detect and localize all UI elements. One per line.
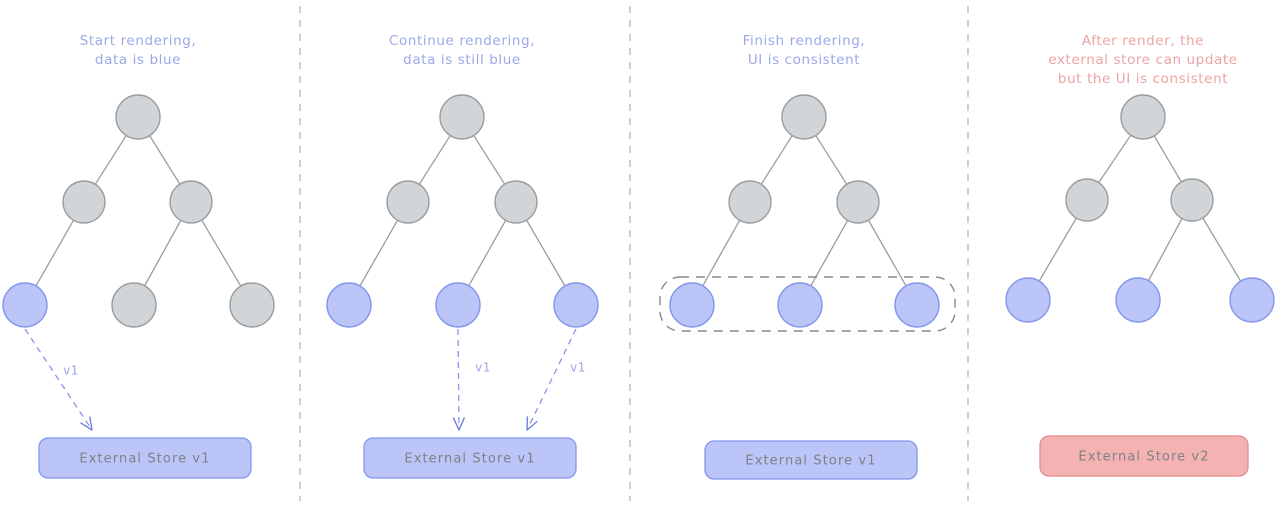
panel-start-rendering-title-line-1: Start rendering,	[80, 33, 197, 49]
panel-finish-rendering-external-store-label: External Store v1	[745, 454, 876, 469]
panel-after-render-node-branch-right[interactable]	[1170, 178, 1214, 222]
panel-after-render-node-root[interactable]	[1120, 94, 1166, 140]
panel-start-rendering-node-branch-left[interactable]	[62, 180, 106, 224]
panel-continue-rendering-node-root[interactable]	[439, 94, 485, 140]
panel-continue-rendering-edge-root-to-branch-right	[473, 135, 505, 185]
panel-finish-rendering-edge-root-to-branch-right	[815, 135, 847, 185]
panel-after-render-title-line-1: After render, the	[1082, 33, 1204, 49]
panel-finish-rendering-node-leaf-2[interactable]	[777, 282, 823, 328]
panel-start-rendering-node-leaf-2[interactable]	[111, 282, 157, 328]
panel-finish-rendering-edge-branch-left-to-leaf-1	[702, 220, 740, 286]
panel-continue-rendering-flow-arrow-2	[526, 328, 577, 431]
panel-after-render-node-branch-left[interactable]	[1065, 178, 1109, 222]
panel-finish-rendering: Finish rendering, UI is consistentExterna…	[659, 33, 956, 480]
panel-start-rendering-external-store-label: External Store v1	[79, 452, 210, 467]
panel-continue-rendering-flow-arrow-1	[457, 328, 460, 431]
panel-continue-rendering-title-line-2: data is still blue	[403, 52, 521, 68]
panel-continue-rendering-external-store-label: External Store v1	[404, 452, 535, 467]
panel-continue-rendering: Continue rendering, data is still blue v1 v…	[326, 33, 599, 479]
panel-after-render-node-leaf-1[interactable]	[1005, 277, 1051, 323]
panel-after-render-node-leaf-2[interactable]	[1115, 277, 1161, 323]
panel-after-render-edge-root-to-branch-left	[1098, 135, 1131, 183]
panel-finish-rendering-external-store-box[interactable]	[704, 440, 918, 480]
panel-finish-rendering-node-branch-right[interactable]	[836, 180, 880, 224]
panel-finish-rendering-edge-branch-right-to-leaf-3	[868, 220, 907, 286]
panel-start-rendering-edge-root-to-branch-left	[95, 135, 127, 185]
panel-after-render-external-store-box[interactable]	[1039, 435, 1249, 477]
panel-finish-rendering-consistent-ui-group-box	[659, 276, 956, 332]
panel-start-rendering-external-store-box[interactable]	[38, 437, 252, 479]
panel-after-render-edge-root-to-branch-right	[1154, 136, 1182, 182]
panel-start-rendering-flow-arrow-1	[24, 328, 93, 431]
panel-after-render-title-line-2: external store can update	[1048, 52, 1237, 68]
panel-continue-rendering-node-leaf-1[interactable]	[326, 282, 372, 328]
panel-start-rendering-flow-label-1: v1	[63, 364, 79, 378]
panel-after-render-edge-branch-right-to-leaf-3	[1202, 218, 1241, 281]
panel-finish-rendering-title-line-1: Finish rendering,	[743, 33, 866, 49]
panel-continue-rendering-flow-label-2: v1	[570, 361, 586, 375]
panel-finish-rendering-edge-root-to-branch-left	[761, 135, 793, 185]
panel-continue-rendering-flow-label-1: v1	[475, 361, 491, 375]
panel-finish-rendering-node-leaf-3[interactable]	[894, 282, 940, 328]
panel-finish-rendering-node-root[interactable]	[781, 94, 827, 140]
panel-continue-rendering-edge-branch-left-to-leaf-1	[359, 220, 398, 286]
panel-continue-rendering-node-branch-left[interactable]	[386, 180, 430, 224]
panel-continue-rendering-external-store-box[interactable]	[363, 437, 577, 479]
panel-continue-rendering-node-leaf-2[interactable]	[435, 282, 481, 328]
panel-after-render-edge-branch-right-to-leaf-2	[1148, 218, 1183, 281]
panel-after-render: After render, the external store can upda…	[1005, 33, 1275, 477]
panel-after-render-title-line-3: but the UI is consistent	[1058, 71, 1228, 87]
panel-continue-rendering-node-leaf-3[interactable]	[553, 282, 599, 328]
panel-finish-rendering-node-leaf-1[interactable]	[669, 282, 715, 328]
panel-continue-rendering-flow-arrowhead-1	[452, 417, 465, 431]
panel-finish-rendering-title-line-2: UI is consistent	[748, 52, 860, 68]
panel-start-rendering-node-root[interactable]	[115, 94, 161, 140]
panel-start-rendering-node-leaf-1[interactable]	[2, 282, 48, 328]
panel-after-render-node-leaf-3[interactable]	[1229, 277, 1275, 323]
panel-start-rendering-node-leaf-3[interactable]	[229, 282, 275, 328]
panel-start-rendering-node-branch-right[interactable]	[169, 180, 213, 224]
panel-finish-rendering-edge-branch-right-to-leaf-2	[810, 220, 848, 286]
panel-start-rendering-edge-branch-right-to-leaf-3	[201, 220, 241, 286]
panel-continue-rendering-title-line-1: Continue rendering,	[389, 33, 535, 49]
panel-continue-rendering-edge-root-to-branch-left	[419, 135, 451, 185]
panel-finish-rendering-node-branch-left[interactable]	[728, 180, 772, 224]
panel-start-rendering-edge-root-to-branch-right	[149, 135, 181, 184]
panel-after-render-edge-branch-left-to-leaf-1	[1039, 218, 1077, 281]
panel-start-rendering-flow-arrowhead-1	[80, 416, 93, 431]
panel-after-render-external-store-label: External Store v2	[1078, 450, 1209, 465]
panel-start-rendering-title-line-2: data is blue	[95, 52, 181, 68]
panel-continue-rendering-node-branch-right[interactable]	[494, 180, 538, 224]
panel-continue-rendering-edge-branch-right-to-leaf-2	[468, 220, 506, 286]
panel-continue-rendering-flow-arrowhead-2	[526, 416, 538, 431]
panel-continue-rendering-edge-branch-right-to-leaf-3	[526, 220, 566, 286]
panel-start-rendering-edge-branch-left-to-leaf-1	[35, 220, 74, 286]
panel-start-rendering-edge-branch-right-to-leaf-2	[144, 220, 181, 286]
